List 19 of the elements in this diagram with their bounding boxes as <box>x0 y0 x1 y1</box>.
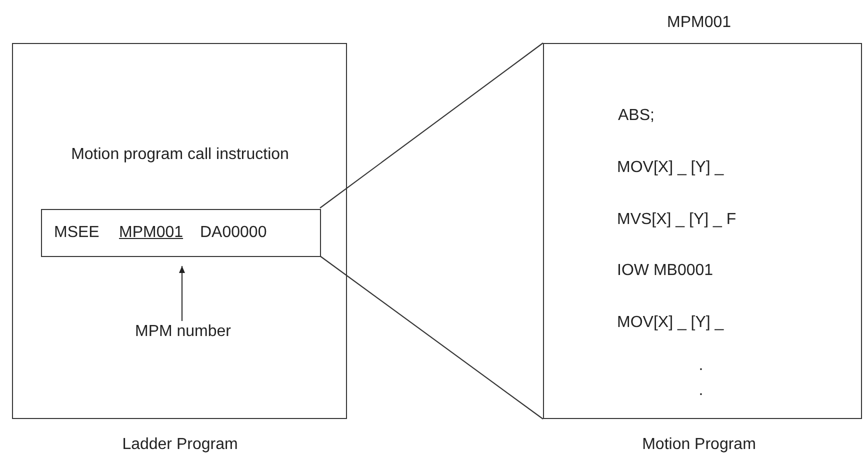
note-text: MPM number <box>134 323 232 341</box>
code-text: MSEE <box>54 224 100 242</box>
code-line: MVS[X] _ [Y] _ F <box>617 211 736 229</box>
zoom-line <box>320 256 544 420</box>
ellipsis-dot: . <box>698 357 704 375</box>
code-line: ABS; <box>618 107 654 125</box>
arrow <box>179 266 185 321</box>
code-text: DA00000 <box>200 224 267 242</box>
zoom-line <box>320 42 544 208</box>
ellipsis-dot: . <box>698 382 704 400</box>
caption-text: Motion Program <box>642 436 756 454</box>
heading-text: Motion program call instruction <box>71 146 289 164</box>
code-line: IOW MB0001 <box>617 262 714 280</box>
heading-text: MPM001 <box>666 14 732 32</box>
caption-text: Ladder Program <box>122 436 238 454</box>
code-line: MOV[X] _ [Y] _ <box>617 314 724 332</box>
code-text: MPM001 <box>118 224 184 242</box>
instruction-box <box>41 209 321 257</box>
code-line: MOV[X] _ [Y] _ <box>617 159 724 177</box>
